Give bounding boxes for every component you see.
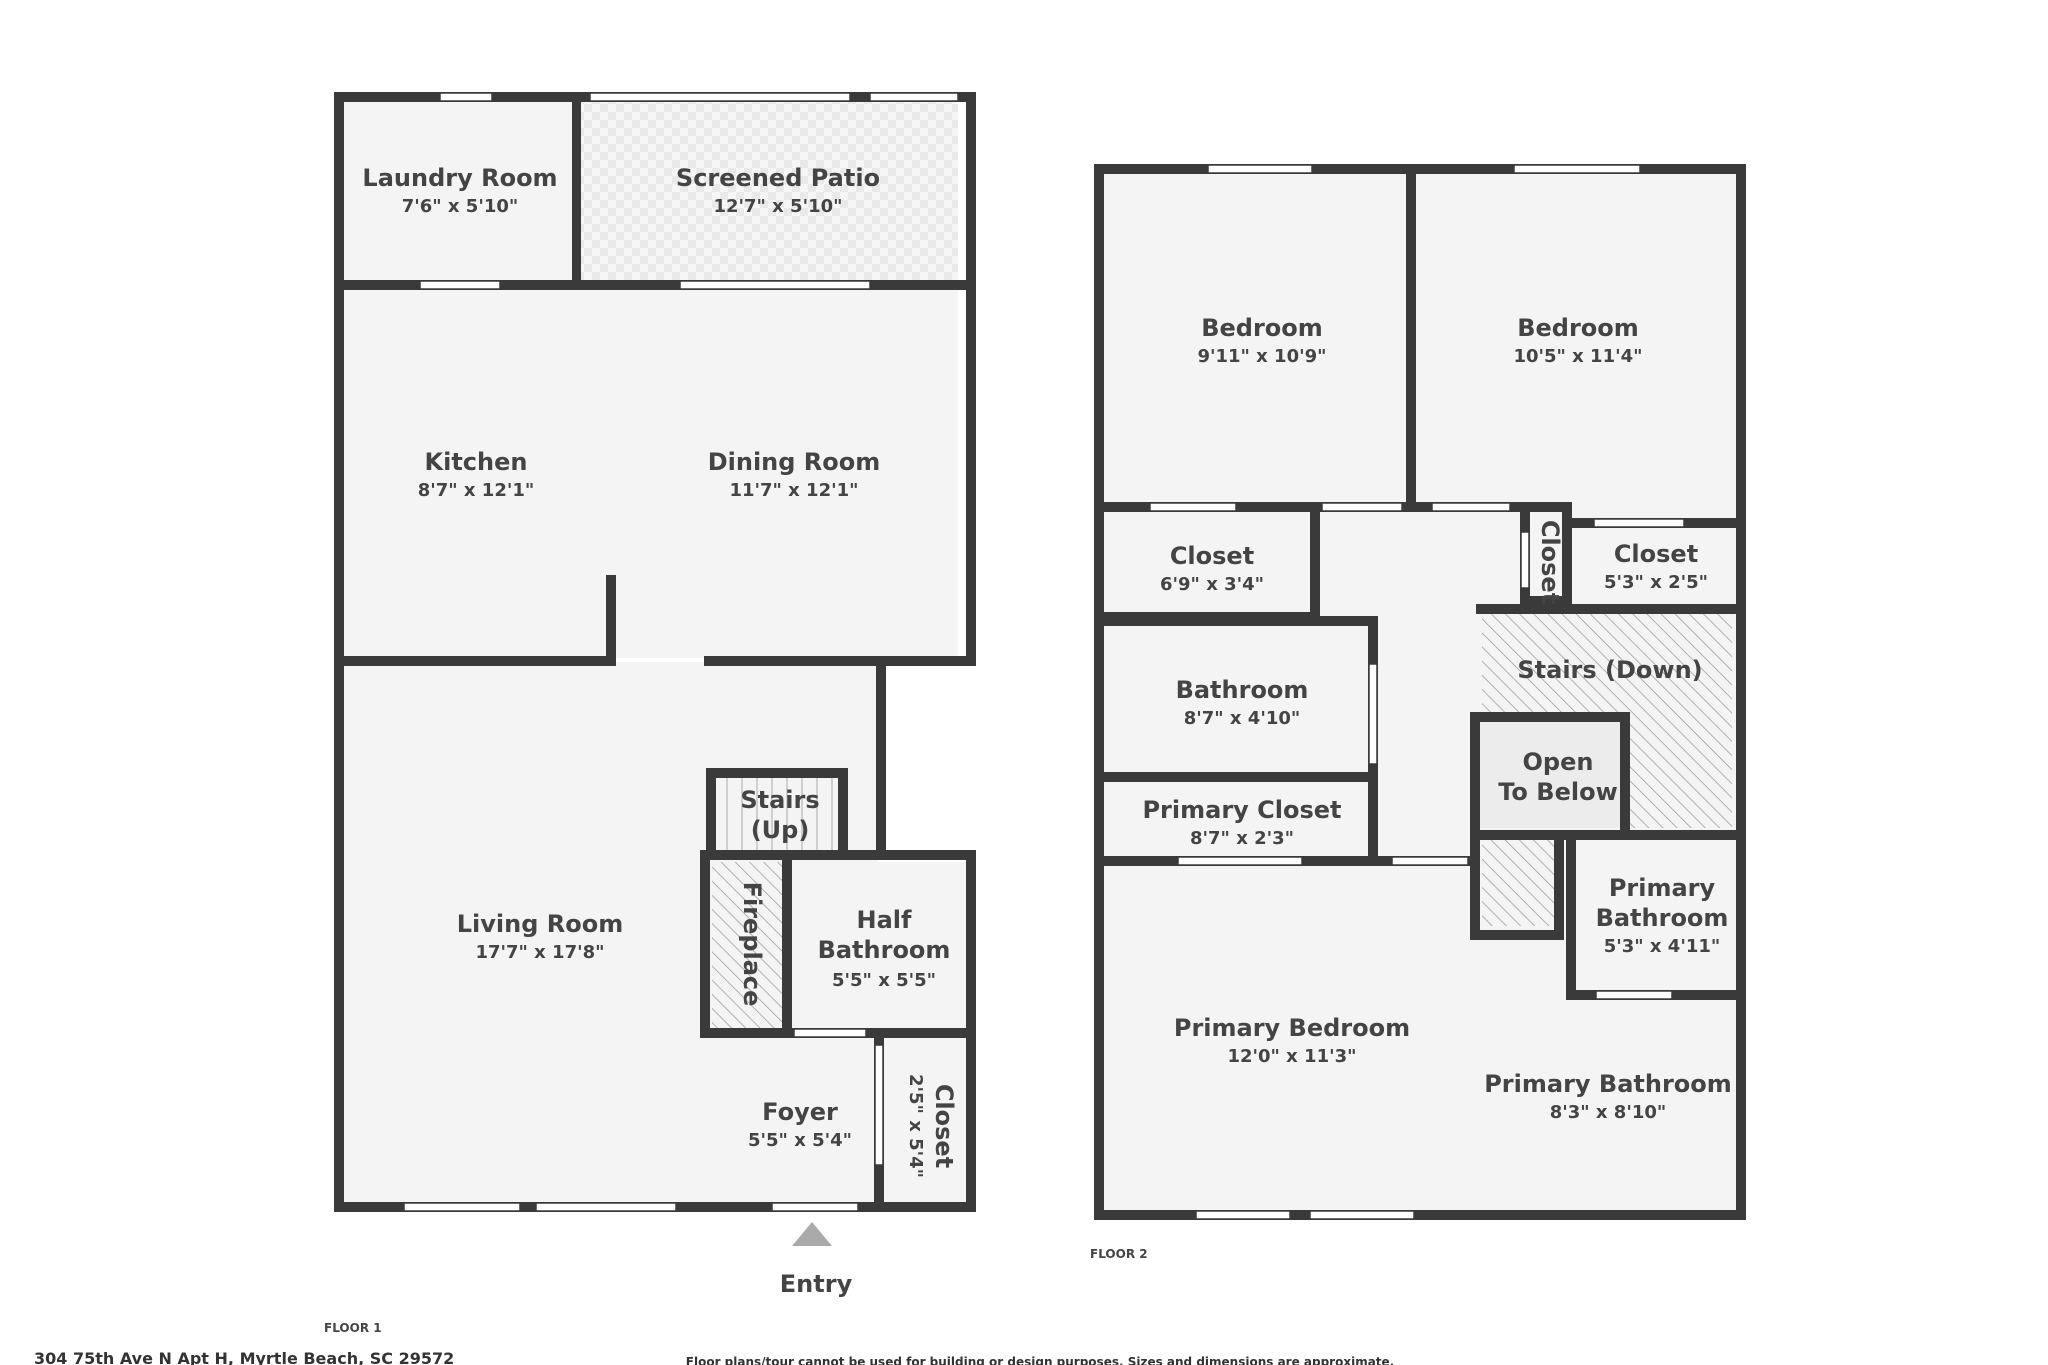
kitchen-dim: 8'7" x 12'1"	[418, 480, 535, 501]
laundry-room-name: Laundry Room	[362, 164, 557, 192]
open-below-area	[1480, 722, 1620, 828]
captions: FLOOR 2 FLOOR 1 304 75th Ave N Apt H, My…	[34, 1247, 1394, 1365]
half-bathroom-name-line2: Bathroom	[818, 936, 951, 964]
primary-bedroom-name: Primary Bedroom	[1174, 1014, 1410, 1042]
stairs-up-name-line1: Stairs	[740, 786, 819, 814]
floor-1-windows	[403, 92, 959, 1212]
primary-bath-small-line1: Primary	[1609, 874, 1716, 902]
bedroom-1-dim: 9'11" x 10'9"	[1197, 346, 1326, 367]
primary-bedroom-dim: 12'0" x 11'3"	[1227, 1046, 1356, 1067]
closet-1-dim: 6'9" x 3'4"	[1160, 574, 1264, 595]
primary-closet-dim: 8'7" x 2'3"	[1190, 828, 1294, 849]
closet-2-name: Closet	[1614, 540, 1698, 568]
floor-2-plan	[1094, 164, 1746, 1220]
fireplace-hatch	[712, 862, 784, 1030]
bathroom-name: Bathroom	[1176, 676, 1309, 704]
screened-patio-area	[578, 98, 958, 284]
stairs-down-name: Stairs (Down)	[1517, 656, 1702, 684]
room-labels: Laundry Room 7'6" x 5'10" Screened Patio…	[362, 164, 1731, 1298]
open-below-line1: Open	[1523, 748, 1594, 776]
dining-room-dim: 11'7" x 12'1"	[729, 480, 858, 501]
floor-1-label: FLOOR 1	[324, 1321, 382, 1335]
disclaimer-text: Floor plans/tour cannot be used for buil…	[686, 1355, 1394, 1365]
screened-patio-name: Screened Patio	[676, 164, 880, 192]
primary-bath-small-dim: 5'3" x 4'11"	[1604, 936, 1721, 957]
primary-bathroom-dim: 8'3" x 8'10"	[1550, 1102, 1667, 1123]
primary-bath-small-line2: Bathroom	[1596, 904, 1729, 932]
bathroom-dim: 8'7" x 4'10"	[1184, 708, 1301, 729]
bedroom-2-dim: 10'5" x 11'4"	[1513, 346, 1642, 367]
closet-f1-name: Closet	[930, 1084, 958, 1168]
property-address: 304 75th Ave N Apt H, Myrtle Beach, SC 2…	[34, 1349, 454, 1365]
kitchen-name: Kitchen	[425, 448, 528, 476]
stair-landing-hatch	[1482, 838, 1554, 926]
closet-2-dim: 5'3" x 2'5"	[1604, 572, 1708, 593]
stairs-up-name-line2: (Up)	[751, 816, 810, 844]
open-below-line2: To Below	[1498, 778, 1617, 806]
bedroom-2-name: Bedroom	[1517, 314, 1639, 342]
bedroom-1-name: Bedroom	[1201, 314, 1323, 342]
laundry-room-dim: 7'6" x 5'10"	[402, 196, 519, 217]
stairs-up-treads	[726, 778, 833, 850]
fireplace-name: Fireplace	[738, 882, 766, 1007]
screened-patio-dim: 12'7" x 5'10"	[713, 196, 842, 217]
entry-label: Entry	[780, 1270, 853, 1298]
primary-closet-name: Primary Closet	[1142, 796, 1341, 824]
floor-1-plan	[334, 92, 976, 1246]
floor-2-label: FLOOR 2	[1090, 1247, 1148, 1261]
living-room-name: Living Room	[457, 910, 623, 938]
closet-f1-dim: 2'5" x 5'4"	[905, 1074, 926, 1178]
dining-room-name: Dining Room	[708, 448, 881, 476]
floor-2-windows	[1149, 164, 1685, 1220]
primary-bathroom-name: Primary Bathroom	[1484, 1070, 1732, 1098]
foyer-dim: 5'5" x 5'4"	[748, 1130, 852, 1151]
entry-arrow-icon	[792, 1222, 832, 1246]
closet-small-name: Closet	[1536, 520, 1564, 604]
closet-1-name: Closet	[1170, 542, 1254, 570]
foyer-name: Foyer	[762, 1098, 838, 1126]
half-bathroom-name-line1: Half	[857, 906, 913, 934]
living-room-dim: 17'7" x 17'8"	[475, 942, 604, 963]
half-bathroom-dim: 5'5" x 5'5"	[832, 970, 936, 991]
